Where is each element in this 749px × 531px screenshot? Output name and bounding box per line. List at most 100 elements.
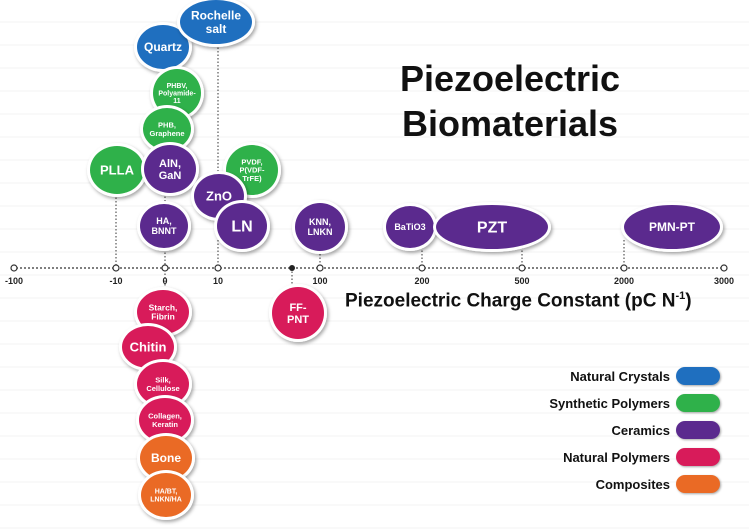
- axis-tick-mark: [518, 264, 526, 272]
- bubble-fill: [137, 290, 189, 334]
- bubble-label: PHB,: [158, 121, 176, 130]
- bubble-label: Keratin: [152, 420, 178, 429]
- material-plla: PLLA: [87, 143, 147, 197]
- bubble-label: LN: [231, 219, 252, 236]
- axis-tick-label: -100: [5, 276, 23, 286]
- bubble-label: PVDF,: [241, 157, 262, 166]
- axis-title-text: Piezoelectric Charge Constant (pC N: [345, 290, 676, 312]
- bubble-fill: [436, 205, 548, 249]
- bubble-fill: [153, 69, 201, 117]
- legend-swatch: [676, 394, 720, 412]
- bubble-fill: [137, 25, 189, 69]
- axis-tick-mark: [10, 264, 18, 272]
- material-chitin: Chitin: [119, 323, 177, 371]
- bubble-label: Fibrin: [151, 312, 175, 322]
- bubble-label: ZnO: [206, 189, 232, 204]
- bubble-fill: [139, 398, 191, 442]
- bubble-label: Graphene: [149, 129, 184, 138]
- material-batio3: BaTiO3: [383, 203, 437, 251]
- legend-item-natural-polymers: Natural Polymers: [520, 447, 740, 474]
- bubble-label: Collagen,: [148, 412, 182, 421]
- bubble-label: FF-: [289, 302, 306, 314]
- bubble-label: KNN,: [309, 217, 331, 227]
- material-aln-gan: AlN,GaN: [141, 142, 199, 196]
- axis-tick-mark: [620, 264, 628, 272]
- material-phb-graphene: PHB,Graphene: [140, 105, 194, 153]
- material-ff-pnt: FF-PNT: [269, 284, 327, 342]
- material-ha-bnnt: HA,BNNT: [137, 201, 191, 251]
- bubble-fill: [295, 203, 345, 251]
- bubble-label: salt: [206, 22, 227, 36]
- axis-tick-label: 2000: [614, 276, 634, 286]
- bubble-label: LNKN/HA: [150, 496, 182, 503]
- bubble-label: 11: [173, 98, 181, 105]
- bubble-label: GaN: [159, 170, 182, 182]
- bubble-fill: [143, 108, 191, 150]
- legend-item-natural-crystals: Natural Crystals: [520, 366, 740, 393]
- bubble-label: BaTiO3: [394, 222, 425, 232]
- legend-swatch: [676, 448, 720, 466]
- axis-tick-label: 10: [213, 276, 223, 286]
- material-silk-cellulose: Silk,Cellulose: [134, 359, 192, 409]
- title-line-1: Piezoelectric: [399, 58, 621, 99]
- bubble-label: P(VDF-: [240, 166, 266, 175]
- axis-marker-dot: [289, 265, 295, 271]
- legend-item-synthetic-polymers: Synthetic Polymers: [520, 393, 740, 420]
- bubble-label: Polyamide-: [158, 90, 196, 97]
- bubble-label: PHBV,: [167, 83, 188, 90]
- bubble-label: Chitin: [130, 340, 167, 355]
- material-collagen-keratin: Collagen,Keratin: [136, 395, 194, 445]
- axis-tick-label: 500: [514, 276, 529, 286]
- legend-label: Natural Crystals: [570, 369, 670, 384]
- axis-tick-label: 200: [414, 276, 429, 286]
- legend-label: Synthetic Polymers: [549, 396, 670, 411]
- bubble-label: TrFE): [242, 174, 262, 183]
- bubble-fill: [122, 326, 174, 368]
- material-quartz: Quartz: [134, 22, 192, 72]
- bubble-label: BNNT: [152, 226, 177, 236]
- legend: Natural Crystals Synthetic Polymers Cera…: [520, 366, 740, 501]
- legend-label: Ceramics: [611, 423, 670, 438]
- material-ha-bt-lnkn-ha: HA/BT,LNKN/HA: [138, 470, 194, 520]
- bubble-label: Silk,: [155, 376, 170, 385]
- title-line-2: Biomaterials: [401, 103, 619, 144]
- bubble-label: Rochelle: [191, 9, 241, 23]
- bubble-label: HA/BT,: [155, 489, 178, 496]
- material-knn-lnkn: KNN,LNKN: [292, 200, 348, 254]
- bubble-label: PMN-PT: [649, 220, 696, 234]
- axis-tick-mark: [418, 264, 426, 272]
- legend-item-composites: Composites: [520, 474, 740, 501]
- bubble-label: PLLA: [100, 163, 135, 178]
- axis-tick-mark: [316, 264, 324, 272]
- legend-swatch: [676, 475, 720, 493]
- legend-swatch: [676, 421, 720, 439]
- bubble-label: Bone: [151, 451, 181, 465]
- axis-tick-mark: [720, 264, 728, 272]
- legend-label: Composites: [595, 477, 670, 492]
- diagram-title: Piezoelectric Biomaterials: [360, 56, 660, 146]
- bubble-label: AlN,: [159, 158, 181, 170]
- axis-tick-mark: [112, 264, 120, 272]
- legend-label: Natural Polymers: [563, 450, 670, 465]
- bubble-label: PNT: [287, 314, 309, 326]
- axis-tick-mark: [161, 264, 169, 272]
- bubble-fill: [624, 205, 720, 249]
- axis-tick-mark: [214, 264, 222, 272]
- bubble-fill: [217, 203, 267, 249]
- axis-title: Piezoelectric Charge Constant (pC N-1): [345, 290, 692, 312]
- axis-title-superscript: -1: [675, 290, 686, 302]
- axis-tick-label: 100: [312, 276, 327, 286]
- axis-title-close: ): [685, 290, 692, 312]
- bubble-fill: [272, 287, 324, 339]
- bubble-fill: [137, 362, 189, 406]
- material-pzt: PZT: [433, 202, 551, 252]
- bubble-label: Quartz: [144, 40, 182, 54]
- material-pmn-pt: PMN-PT: [621, 202, 723, 252]
- axis-tick-label: 0: [162, 276, 167, 286]
- material-ln: LN: [214, 200, 270, 252]
- bubble-label: HA,: [156, 216, 172, 226]
- axis-tick-label: -10: [109, 276, 122, 286]
